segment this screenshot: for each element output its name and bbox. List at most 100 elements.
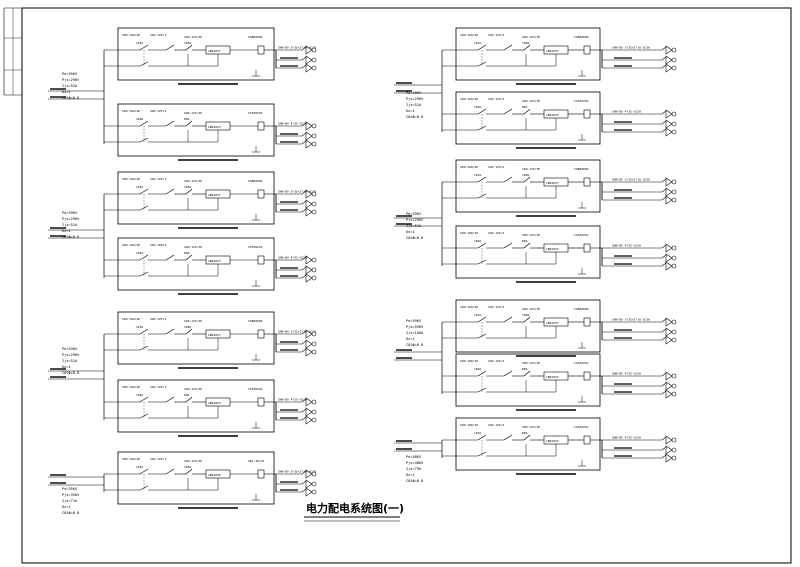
contactor-label: LBR1023 (546, 113, 559, 117)
load-lead (661, 110, 667, 115)
branch-contact (185, 468, 193, 475)
load-lead (301, 416, 307, 421)
load-circle (311, 409, 317, 415)
distribution-panel: Pe=59KVPjs=29KVIjs=52AKx=1COSΦ=0.8S2N-16… (48, 171, 317, 295)
outgoing-label: TAB00060 (574, 167, 589, 171)
panel-parameter: COSΦ=0.8 (62, 511, 79, 515)
load-circle (311, 481, 317, 487)
isolator-contact (503, 434, 513, 441)
contactor-label: LBR1023 (208, 125, 221, 129)
outgoing-label: GB1-40/3S (248, 459, 264, 463)
branch-breaker-label: S2N-125/3P (184, 387, 202, 391)
unit-frame (455, 417, 601, 471)
control-contact (139, 485, 149, 491)
breaker-rating: 160A (474, 105, 481, 109)
feeder-cable-label: GHN-BV 3*25+2*16-SC50 (612, 318, 650, 322)
panel-parameter: Pe=35KV (62, 72, 78, 76)
load-circle (311, 123, 317, 129)
load-lead (661, 328, 667, 333)
load-lead (661, 390, 667, 395)
load-symbol (301, 265, 317, 275)
isolator-label: S4D-125/4 (150, 457, 166, 461)
breaker-rating: 125A (474, 431, 481, 435)
branch-contact (523, 44, 531, 51)
load-lead (301, 200, 307, 205)
load-symbol (301, 347, 317, 357)
branch-breaker-label: S2N-125/3P (522, 361, 540, 365)
load-symbol (661, 317, 677, 327)
panel-parameter: Pe=48KV (406, 455, 422, 459)
load-triangle (665, 55, 673, 65)
main-breaker-label: S2N-160/4P (460, 305, 478, 309)
isolator-contact (165, 254, 175, 261)
load-lead (301, 256, 307, 261)
load-lead (301, 408, 307, 413)
isolator-label: S4D-125/4 (488, 359, 504, 363)
load-symbol (661, 435, 677, 445)
load-circle (311, 191, 317, 197)
load-triangle (665, 317, 673, 327)
load-triangle (305, 121, 313, 131)
load-symbol (661, 243, 677, 253)
load-triangle (305, 139, 313, 149)
branch-rating: 80A (184, 393, 190, 397)
load-symbol (301, 407, 317, 417)
isolator-label: S4D-125/4 (488, 231, 504, 235)
load-triangle (665, 389, 673, 399)
distribution-panel: Pe=53KVPjs=29KVIjs=52AKx=1COSΦ=0.8S2N-16… (48, 311, 317, 437)
outgoing-label: TAT00252 (574, 233, 589, 237)
contactor-label: LBR1037 (208, 333, 221, 337)
load-lead (301, 480, 307, 485)
load-triangle (305, 189, 313, 199)
branch-rating: 100A (522, 173, 529, 177)
load-circle (311, 133, 317, 139)
load-symbol (661, 335, 677, 345)
load-triangle (665, 127, 673, 137)
load-circle (671, 197, 677, 203)
main-breaker-label: S2N-160/4P (122, 109, 140, 113)
panel-parameter: Pe=35KV (62, 487, 78, 491)
load-symbol (661, 195, 677, 205)
drawing-title: 电力配电系统图(一) (306, 501, 404, 515)
panel-parameter: Ijs=52A (62, 359, 78, 363)
load-triangle (305, 329, 313, 339)
load-symbol (661, 381, 677, 391)
load-symbol (301, 479, 317, 489)
main-breaker-label: S2N-160/4P (122, 33, 140, 37)
load-circle (671, 255, 677, 261)
isolator-contact (503, 316, 513, 323)
panel-parameter: Kx=1 (62, 229, 71, 233)
isolator-contact (165, 120, 175, 127)
breaker-rating: 125A (136, 41, 143, 45)
branch-rating: 100A (522, 313, 529, 317)
load-circle (311, 257, 317, 263)
branch-rating: 100A (522, 41, 529, 45)
load-lead (301, 56, 307, 61)
branch-contact (185, 120, 193, 127)
load-symbol (301, 329, 317, 339)
load-circle (671, 65, 677, 71)
load-lead (301, 132, 307, 137)
load-symbol (661, 261, 677, 271)
contactor-label: LBR1037 (208, 49, 221, 53)
panel-parameter: Pjs=48KV (406, 461, 424, 465)
load-triangle (665, 327, 673, 337)
load-symbol (301, 415, 317, 425)
isolator-label: S4D-125/4 (150, 33, 166, 37)
panel-parameter: Kx=1 (62, 505, 71, 509)
load-symbol (301, 397, 317, 407)
panel-parameter: Pe=59KV (62, 211, 78, 215)
branch-contact (523, 242, 531, 249)
distribution-panel: Pe=48KVPjs=48KVIjs=79AKx=1COSΦ=0.8S2N-16… (394, 417, 677, 483)
load-circle (671, 437, 677, 443)
load-lead (661, 188, 667, 193)
outgoing-label: TAB00060 (574, 307, 589, 311)
isolator-label: S4D-125/4 (150, 177, 166, 181)
load-circle (311, 275, 317, 281)
branch-rating: 100A (184, 185, 191, 189)
control-contact (139, 205, 149, 211)
distribution-panel: Pe=59KVPjs=29KVIjs=52AKx=1COSΦ=0.8S2N-16… (394, 159, 677, 283)
